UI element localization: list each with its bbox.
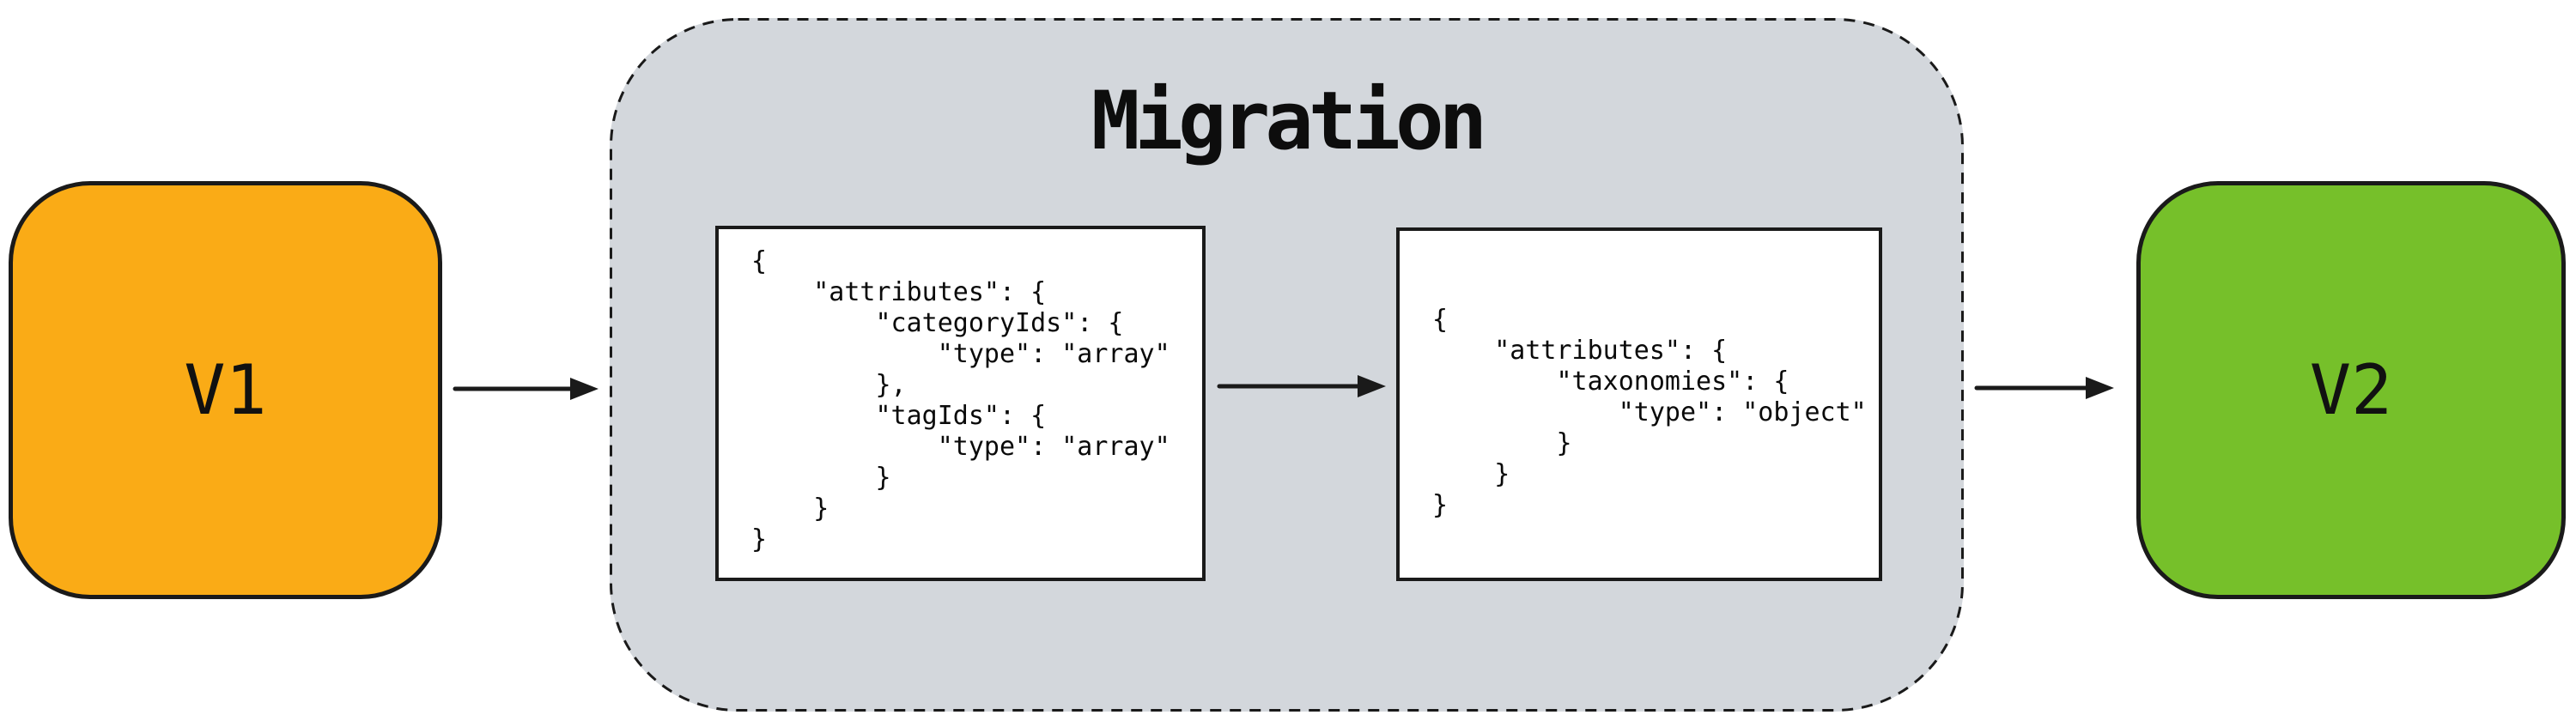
arrow-migration-to-v2 [1974, 377, 2114, 399]
arrow-head-icon [2086, 377, 2114, 399]
v2-label: V2 [2309, 350, 2393, 430]
v1-label: V1 [184, 350, 267, 430]
schema-v2-code-box: { "attributes": { "taxonomies": { "type"… [1396, 227, 1882, 581]
arrow-v1-to-migration [453, 378, 598, 400]
v2-node: V2 [2136, 181, 2566, 599]
schema-v1-code-box: { "attributes": { "categoryIds": { "type… [715, 226, 1206, 581]
schema-v1-code: { "attributes": { "categoryIds": { "type… [751, 246, 1170, 554]
migration-title: Migration [1091, 75, 1487, 168]
arrow-head-icon [570, 378, 598, 400]
schema-v2-code: { "attributes": { "taxonomies": { "type"… [1432, 305, 1867, 520]
v1-node: V1 [9, 181, 442, 599]
